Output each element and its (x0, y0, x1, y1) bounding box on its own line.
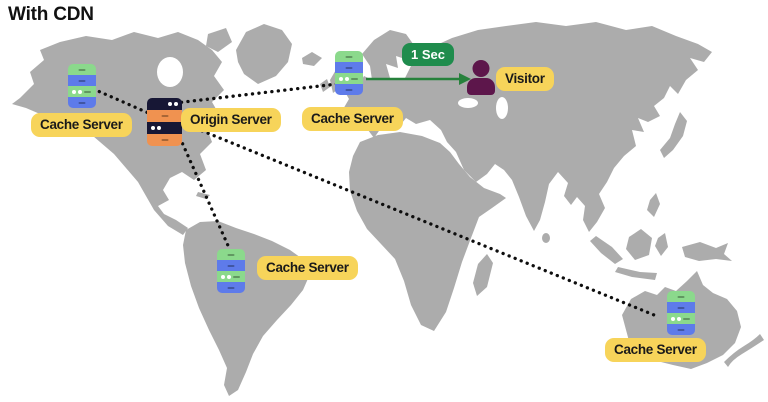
server-slot (335, 51, 363, 62)
landmass-arctic-island (206, 28, 232, 52)
cache-server-label-south-america: Cache Server (257, 256, 358, 280)
server-slot (147, 134, 182, 146)
latency-arrow (366, 73, 471, 85)
server-slot (68, 86, 96, 97)
server-slot (147, 110, 182, 122)
cache-server-label-australia: Cache Server (605, 338, 706, 362)
landmass-africa (349, 132, 506, 331)
dotted-line-origin-to-na-cache (96, 89, 155, 117)
server-slot (217, 271, 245, 282)
landmass-philippines (647, 193, 660, 217)
server-slot (68, 64, 96, 75)
landmass-eurasia (332, 22, 712, 232)
landmass-sri-lanka (542, 233, 550, 243)
origin-server-label: Origin Server (181, 108, 281, 132)
cache-server-label-north-america: Cache Server (31, 113, 132, 137)
dotted-line-origin-to-au-cache (176, 119, 661, 319)
visitor-torso (467, 78, 495, 95)
landmass-java (615, 267, 657, 280)
cache-server-label-europe: Cache Server (302, 107, 403, 131)
server-slot (147, 98, 182, 110)
latency-badge: 1 Sec (402, 43, 454, 66)
hudson-bay (157, 57, 183, 87)
black-sea (458, 98, 478, 108)
landmass-greenland (236, 24, 292, 84)
server-slot (68, 75, 96, 86)
dotted-line-origin-to-eu-cache (173, 82, 339, 105)
server-slot (335, 73, 363, 84)
server-slot (667, 291, 695, 302)
latency-arrow-head (459, 73, 471, 85)
origin-server-icon (147, 98, 182, 146)
landmass-iceland (302, 52, 322, 66)
landmass-sumatra (590, 236, 623, 264)
server-slot (667, 324, 695, 335)
cache-server-icon-south-america (217, 249, 245, 293)
server-slot (217, 260, 245, 271)
landmass-sulawesi (655, 233, 668, 256)
server-slot (217, 249, 245, 260)
cache-server-icon-australia (667, 291, 695, 335)
caspian-sea (496, 97, 508, 119)
server-slot (335, 84, 363, 95)
cache-server-icon-north-america (68, 64, 96, 108)
server-slot (217, 282, 245, 293)
landmass-new-zealand (724, 334, 764, 367)
cache-server-icon-europe (335, 51, 363, 95)
dotted-line-origin-to-sa-cache (170, 118, 232, 252)
page-title: With CDN (8, 4, 94, 25)
landmass-japan (660, 112, 687, 158)
landmass-borneo (626, 229, 652, 260)
visitor-icon (467, 60, 495, 96)
server-slot (335, 62, 363, 73)
visitor-label: Visitor (496, 67, 554, 91)
visitor-head (472, 60, 490, 77)
server-slot (667, 302, 695, 313)
server-slot (68, 97, 96, 108)
landmass-madagascar (473, 254, 493, 296)
landmass-new-guinea (682, 242, 732, 261)
server-slot (147, 122, 182, 134)
server-slot (667, 313, 695, 324)
